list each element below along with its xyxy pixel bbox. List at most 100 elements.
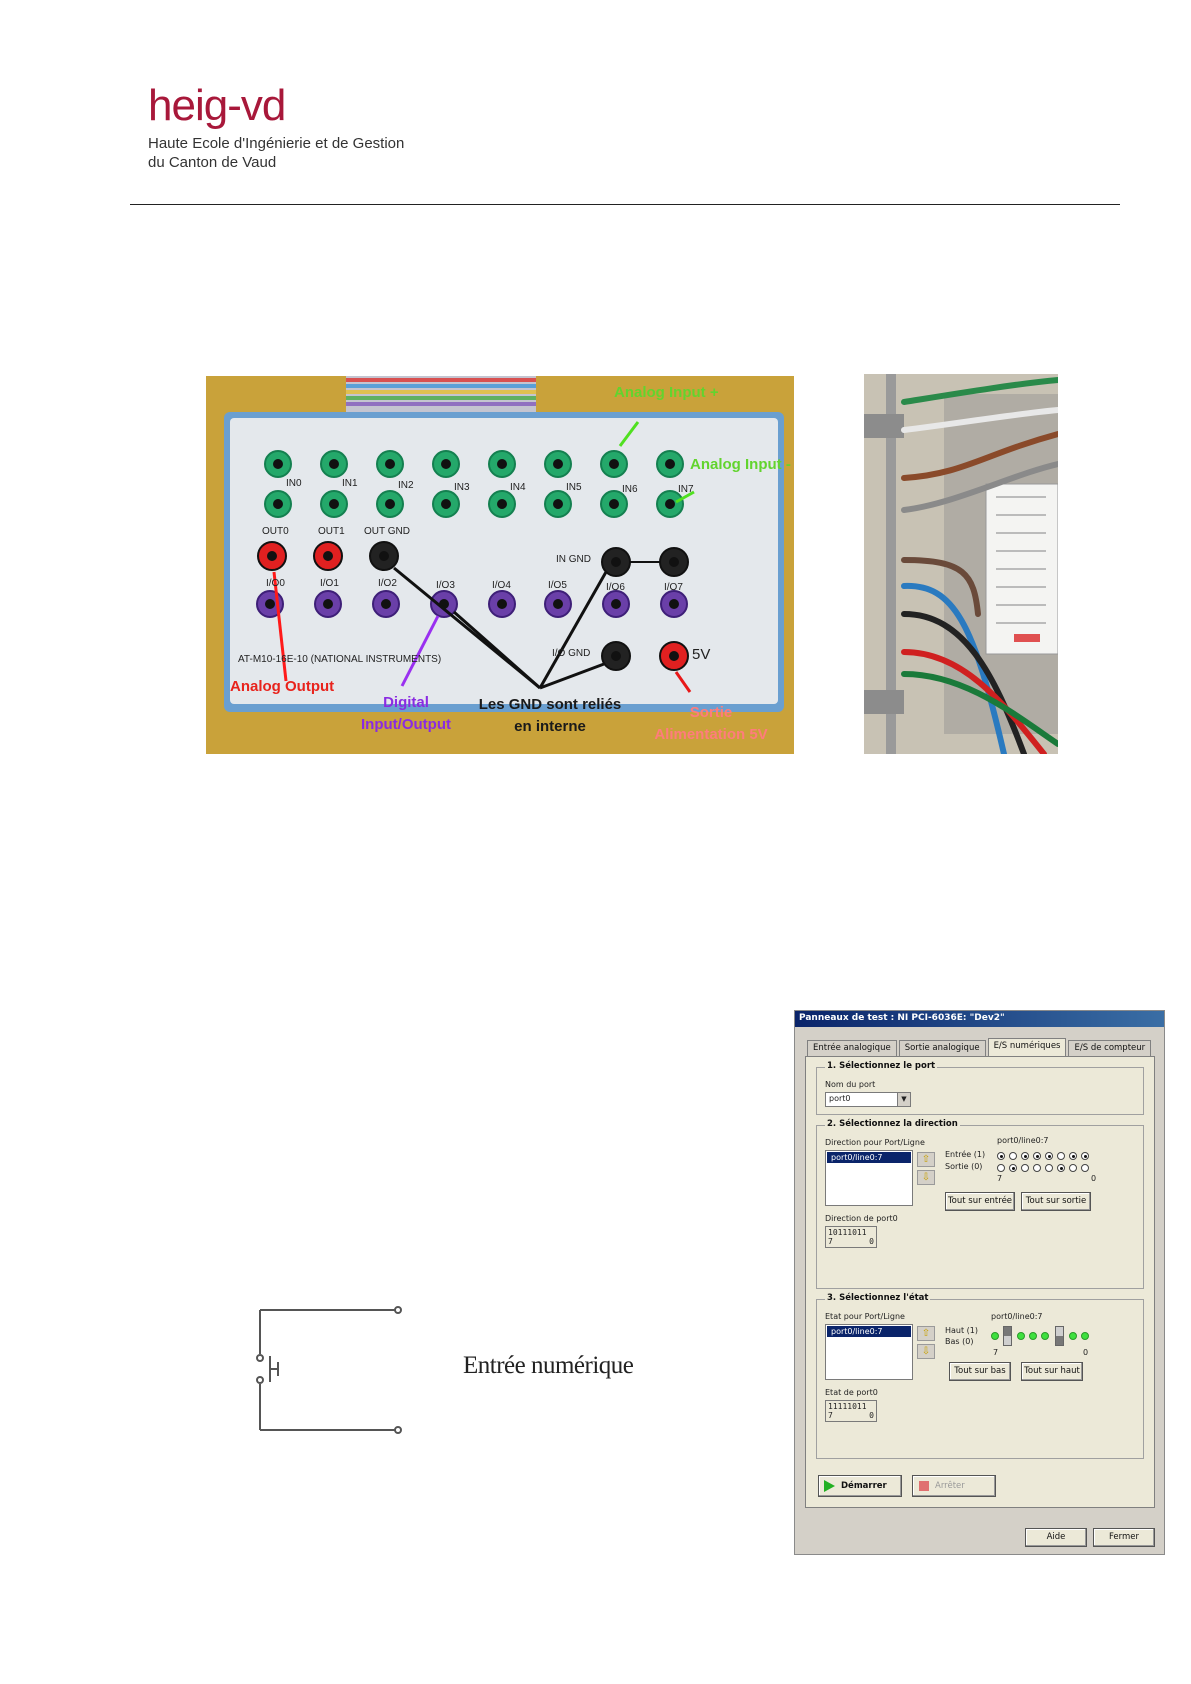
port-select[interactable]: port0 ▼ bbox=[825, 1092, 911, 1107]
push-button-circuit-diagram bbox=[256, 1306, 402, 1434]
all-high-button[interactable]: Tout sur haut bbox=[1021, 1362, 1083, 1381]
jack-label-io7: I/O7 bbox=[664, 582, 683, 593]
port-direction-value: 10111011 bbox=[828, 1228, 867, 1237]
direction-line-list[interactable]: port0/line0:7 bbox=[825, 1150, 913, 1206]
state-selection-group: 3. Sélectionnez l'état Etat pour Port/Li… bbox=[816, 1293, 1144, 1459]
input-radio-4[interactable] bbox=[1033, 1152, 1041, 1160]
tab-analog-output[interactable]: Sortie analogique bbox=[898, 1040, 986, 1056]
direction-selection-group: 2. Sélectionnez la direction Direction p… bbox=[816, 1119, 1144, 1289]
line-led-1 bbox=[1069, 1332, 1077, 1340]
high-state-label: Haut (1) bbox=[945, 1326, 978, 1335]
tab-digital-io[interactable]: E/S numériques bbox=[987, 1038, 1067, 1056]
jack-label-io5: I/O5 bbox=[548, 580, 567, 591]
annotation-supply-line1: Sortie bbox=[689, 704, 733, 721]
jack-label-io3: I/O3 bbox=[436, 580, 455, 591]
stop-button[interactable]: Arrêter bbox=[912, 1475, 996, 1497]
jack-label-in0: IN0 bbox=[286, 478, 302, 489]
help-button[interactable]: Aide bbox=[1025, 1528, 1087, 1547]
state-lines-label: port0/line0:7 bbox=[991, 1312, 1043, 1321]
low-state-label: Bas (0) bbox=[945, 1337, 974, 1346]
jack-label-in7: IN7 bbox=[678, 484, 694, 495]
line-led-0 bbox=[1081, 1332, 1089, 1340]
tab-analog-input[interactable]: Entrée analogique bbox=[807, 1040, 897, 1056]
all-low-button[interactable]: Tout sur bas bbox=[949, 1362, 1011, 1381]
output-radio-0[interactable] bbox=[1081, 1164, 1089, 1172]
annotation-digital-io-line1: Digital bbox=[383, 694, 429, 711]
port-state-bits: 7 0 bbox=[828, 1411, 874, 1420]
jack-label-io1: I/O1 bbox=[320, 578, 339, 589]
arrow-up-icon[interactable]: ⇧ bbox=[917, 1152, 935, 1167]
input-radio-2[interactable] bbox=[1057, 1152, 1065, 1160]
all-input-button[interactable]: Tout sur entrée bbox=[945, 1192, 1015, 1211]
annotation-analog-output: Analog Output bbox=[230, 678, 335, 695]
arrow-up-icon[interactable]: ⇧ bbox=[917, 1326, 935, 1341]
jack-label-in5: IN5 bbox=[566, 482, 582, 493]
line-led-3 bbox=[1041, 1332, 1049, 1340]
port-direction-bits: 7 0 bbox=[828, 1237, 874, 1246]
all-output-button[interactable]: Tout sur sortie bbox=[1021, 1192, 1091, 1211]
arrow-down-icon[interactable]: ⇩ bbox=[917, 1344, 935, 1359]
school-name-line2: du Canton de Vaud bbox=[148, 154, 277, 171]
school-logo: heig-vd Haute Ecole d'Ingénierie et de G… bbox=[148, 84, 404, 172]
state-section-title: 3. Sélectionnez l'état bbox=[825, 1293, 931, 1303]
port-direction-bit-low: 0 bbox=[869, 1237, 874, 1246]
direction-section-title: 2. Sélectionnez la direction bbox=[825, 1119, 960, 1129]
line-toggle-6[interactable] bbox=[1003, 1326, 1012, 1346]
input-radio-0[interactable] bbox=[1081, 1152, 1089, 1160]
digital-input-label: Entrée numérique bbox=[463, 1352, 634, 1379]
input-radio-6[interactable] bbox=[1009, 1152, 1017, 1160]
school-name-line1: Haute Ecole d'Ingénierie et de Gestion bbox=[148, 135, 405, 152]
jack-label-out1: OUT1 bbox=[318, 526, 345, 537]
input-radio-5[interactable] bbox=[1021, 1152, 1029, 1160]
state-bit-low: 0 bbox=[1083, 1348, 1089, 1357]
state-bit-high: 7 bbox=[993, 1348, 999, 1357]
annotation-digital-io: Digital Input/Output bbox=[346, 692, 466, 736]
output-radio-4[interactable] bbox=[1033, 1164, 1041, 1172]
annotation-gnd-line1: Les GND sont reliés bbox=[478, 696, 622, 713]
input-radio-7[interactable] bbox=[997, 1152, 1005, 1160]
direction-lines-label: port0/line0:7 bbox=[997, 1136, 1049, 1145]
start-button-label: Démarrer bbox=[841, 1481, 887, 1491]
jack-label-out-gnd: OUT GND bbox=[364, 526, 410, 537]
jack-label-in2: IN2 bbox=[398, 480, 414, 491]
output-radio-5[interactable] bbox=[1021, 1164, 1029, 1172]
port-state-value-box: 11111011 7 0 bbox=[825, 1400, 877, 1422]
board-model-label: AT-M10-16E-10 (NATIONAL INSTRUMENTS) bbox=[238, 654, 442, 665]
chevron-down-icon[interactable]: ▼ bbox=[897, 1093, 910, 1106]
annotation-digital-io-line2: Input/Output bbox=[361, 716, 451, 733]
state-line-list[interactable]: port0/line0:7 bbox=[825, 1324, 913, 1380]
state-list-label: Etat pour Port/Ligne bbox=[825, 1312, 905, 1321]
annotation-supply-5v: Sortie Alimentation 5V bbox=[636, 702, 786, 746]
port-state-value: 11111011 bbox=[828, 1402, 867, 1411]
state-list-item[interactable]: port0/line0:7 bbox=[827, 1326, 911, 1337]
output-radio-1[interactable] bbox=[1069, 1164, 1077, 1172]
output-radio-3[interactable] bbox=[1045, 1164, 1053, 1172]
jack-label-io4: I/O4 bbox=[492, 580, 511, 591]
breadboard-side-photo bbox=[864, 374, 1058, 754]
jack-label-io2: I/O2 bbox=[378, 578, 397, 589]
arrow-down-icon[interactable]: ⇩ bbox=[917, 1170, 935, 1185]
jack-label-5v: 5V bbox=[692, 646, 711, 663]
tab-counter-io[interactable]: E/S de compteur bbox=[1068, 1040, 1152, 1056]
jack-label-out0: OUT0 bbox=[262, 526, 289, 537]
input-radio-1[interactable] bbox=[1069, 1152, 1077, 1160]
play-icon bbox=[824, 1480, 835, 1492]
start-button[interactable]: Démarrer bbox=[818, 1475, 902, 1497]
direction-list-label: Direction pour Port/Ligne bbox=[825, 1138, 925, 1147]
output-radio-7[interactable] bbox=[997, 1164, 1005, 1172]
input-radio-3[interactable] bbox=[1045, 1152, 1053, 1160]
breakout-box-illustration bbox=[206, 376, 794, 754]
annotation-analog-input-minus: Analog Input - bbox=[690, 456, 791, 473]
jack-label-in1: IN1 bbox=[342, 478, 358, 489]
annotation-gnd-line2: en interne bbox=[514, 718, 586, 735]
close-button[interactable]: Fermer bbox=[1093, 1528, 1155, 1547]
port-state-bit-low: 0 bbox=[869, 1411, 874, 1420]
breadboard-illustration bbox=[864, 374, 1058, 754]
port-direction-bit-high: 7 bbox=[828, 1237, 833, 1246]
output-radio-2[interactable] bbox=[1057, 1164, 1065, 1172]
line-toggle-2[interactable] bbox=[1055, 1326, 1064, 1346]
line-led-5 bbox=[1017, 1332, 1025, 1340]
annotation-supply-line2: Alimentation 5V bbox=[654, 726, 768, 743]
direction-list-item[interactable]: port0/line0:7 bbox=[827, 1152, 911, 1163]
output-radio-6[interactable] bbox=[1009, 1164, 1017, 1172]
